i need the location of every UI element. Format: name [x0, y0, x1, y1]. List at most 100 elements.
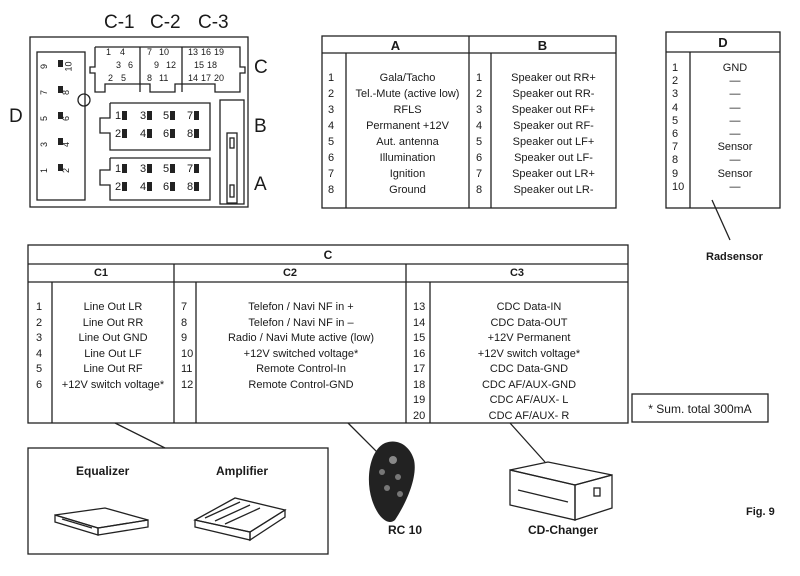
row-text: Aut. antenna	[376, 136, 439, 148]
pin-contact	[194, 129, 199, 138]
pin: 5	[39, 115, 50, 122]
pin-contact	[147, 182, 152, 191]
pin: 8	[147, 73, 153, 83]
row-number: 3	[328, 104, 335, 116]
label-c1: C-1	[104, 12, 135, 33]
table-c2-header: C2	[282, 267, 298, 279]
pin-contact	[170, 111, 175, 120]
row-text: —	[729, 154, 741, 167]
c-block-outline	[89, 46, 246, 93]
a-block-outline	[99, 157, 211, 201]
row-text: Speaker out RF-	[513, 120, 594, 132]
row-text: Ground	[389, 184, 426, 196]
pin: 1	[115, 110, 122, 122]
row-number: 18	[413, 378, 426, 391]
row-text: Remote Control-In	[256, 363, 346, 375]
pin: 15	[194, 60, 205, 70]
row-number: 2	[672, 75, 679, 88]
row-number: 5	[328, 136, 335, 148]
pin: 11	[159, 73, 169, 83]
devices-frame	[27, 447, 329, 555]
pin: 20	[214, 73, 225, 83]
pin: 14	[188, 73, 199, 83]
pin: 7	[187, 163, 194, 175]
pin: 3	[140, 110, 147, 122]
row-text: Remote Control-GND	[248, 378, 354, 391]
row-number: 2	[476, 88, 483, 100]
pin: 4	[140, 128, 147, 140]
row-number: 19	[413, 394, 426, 406]
pin-contact	[147, 111, 152, 120]
table-c3-header: C3	[509, 267, 525, 279]
pin: 17	[201, 73, 212, 83]
row-number: 5	[672, 114, 679, 127]
row-number: 4	[328, 120, 335, 132]
row-number: 20	[413, 409, 426, 422]
row-text: Speaker out RF+	[511, 104, 596, 116]
row-number: 16	[413, 347, 426, 360]
row-text: —	[729, 88, 741, 101]
row-text: Ignition	[389, 168, 426, 180]
pin: 7	[39, 89, 50, 96]
pin-contact	[122, 129, 127, 138]
d-pin-contacts	[58, 60, 63, 171]
row-text: CDC Data-OUT	[490, 316, 568, 329]
pin: 1	[115, 163, 122, 175]
pin: 2	[108, 73, 114, 83]
pin: 8	[61, 89, 72, 96]
pin-contact	[122, 164, 127, 173]
pin: 10	[159, 47, 170, 57]
pin: 1	[106, 47, 112, 57]
row-text: Line Out GND	[78, 332, 148, 344]
row-text: Line Out LF	[84, 347, 142, 360]
pin: 6	[163, 128, 170, 140]
row-number: 4	[36, 347, 43, 360]
pin: 6	[128, 60, 134, 70]
row-number: 14	[413, 316, 426, 329]
rc10-device	[368, 441, 415, 522]
row-number: 6	[328, 152, 335, 164]
row-text: Permanent +12V	[366, 120, 449, 132]
row-number: 12	[181, 378, 194, 391]
row-number: 1	[36, 301, 43, 313]
table-d-frame	[665, 31, 781, 209]
row-text: Illumination	[379, 152, 436, 164]
row-text: Sensor	[717, 141, 753, 154]
row-number: 5	[476, 136, 483, 148]
pin: 6	[163, 181, 170, 193]
footnote: * Sum. total 300mA	[648, 402, 752, 416]
row-text: —	[729, 75, 741, 88]
equalizer-label: Equalizer	[76, 464, 130, 478]
pin: 9	[39, 63, 50, 70]
amplifier-label: Amplifier	[216, 464, 269, 478]
row-number: 7	[476, 168, 483, 180]
pin: 10	[63, 61, 74, 72]
row-number: 15	[413, 332, 426, 344]
radsensor-caption: Radsensor	[706, 251, 763, 263]
pin: 13	[188, 47, 199, 57]
row-text: Sensor	[717, 167, 753, 180]
pin: 4	[120, 47, 126, 57]
row-text: GND	[722, 62, 748, 74]
row-text: RFLS	[393, 104, 422, 116]
row-number: 8	[672, 154, 679, 167]
row-number: 8	[328, 184, 335, 196]
row-number: 6	[36, 378, 43, 391]
row-text: —	[729, 180, 741, 193]
row-text: Gala/Tacho	[379, 72, 436, 84]
pin: 3	[116, 60, 122, 70]
row-number: 17	[413, 363, 426, 375]
label-c2: C-2	[150, 12, 181, 33]
row-number: 4	[476, 120, 483, 132]
pin: 6	[61, 115, 72, 122]
pin: 8	[187, 181, 194, 193]
table-a-header: A	[390, 38, 401, 53]
row-number: 1	[672, 62, 679, 74]
label-a: A	[254, 174, 267, 195]
row-number: 7	[181, 301, 188, 313]
row-text: Speaker out LF+	[512, 136, 595, 148]
pin-contact	[194, 111, 199, 120]
pin-contact	[147, 164, 152, 173]
pin: 2	[61, 167, 72, 174]
